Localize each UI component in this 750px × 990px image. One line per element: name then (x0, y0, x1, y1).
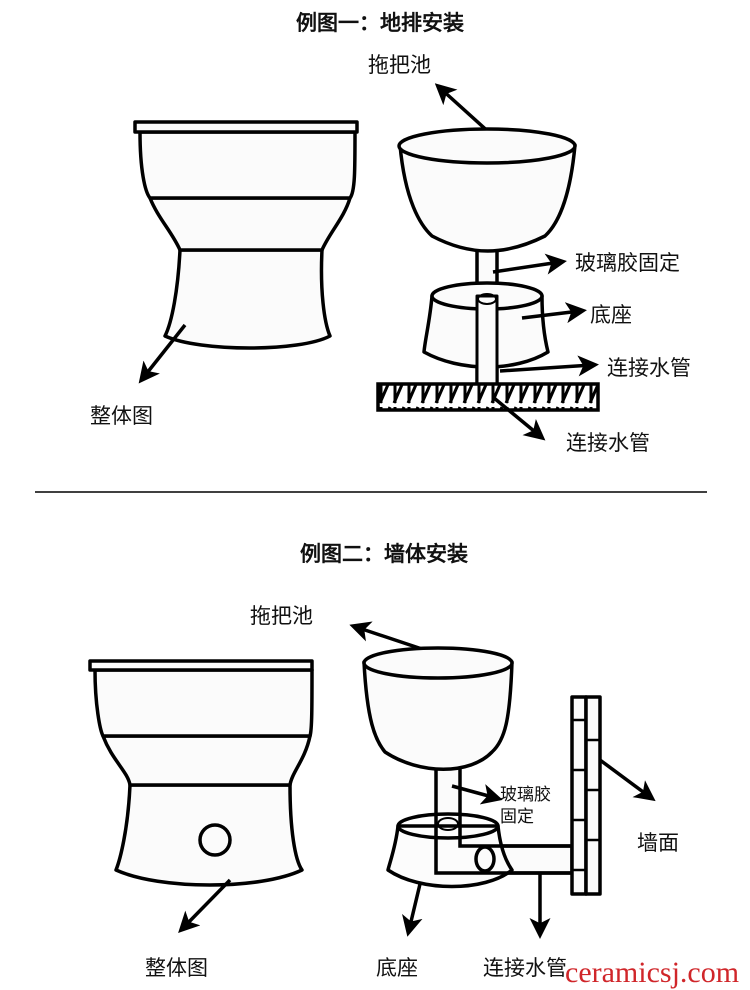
label-pipe-upper: 连接水管 (607, 356, 691, 380)
whole-sink-view-2 (88, 659, 314, 887)
arrow-whole-view (138, 323, 187, 384)
floor-hatched (376, 382, 600, 412)
label-mop-sink: 拖把池 (368, 53, 431, 77)
whole-sink-view-1 (133, 120, 359, 350)
label-wall: 墙面 (637, 831, 679, 855)
arrow-wall (598, 758, 656, 802)
arrow-pipe-upper (499, 355, 599, 377)
label-base: 底座 (590, 303, 632, 327)
arrow-pipe-lower (492, 396, 546, 441)
section1-title: 例图一：地排安装 (296, 11, 464, 35)
arrow-mop-sink (434, 83, 494, 137)
label-pipe-lower: 连接水管 (566, 431, 650, 455)
label-glass-glue: 玻璃胶固定 (575, 251, 680, 275)
arrow-glass-glue-2 (451, 784, 503, 805)
label-pipe-2: 连接水管 (483, 956, 567, 980)
label-glass-glue-line2: 固定 (500, 807, 534, 827)
label-glass-glue-line1: 玻璃胶 (500, 785, 551, 805)
section2-title: 例图二：墙体安装 (300, 542, 468, 566)
wall-bricks (570, 695, 602, 896)
label-whole-view-2: 整体图 (145, 956, 208, 980)
arrow-base (521, 302, 587, 324)
arrow-whole-view-2 (178, 878, 232, 934)
label-base-2: 底座 (376, 956, 418, 980)
label-whole-view: 整体图 (90, 404, 153, 428)
arrow-glass-glue (492, 253, 567, 275)
label-mop-sink-2: 拖把池 (250, 604, 313, 628)
arrow-base-2 (402, 883, 423, 937)
arrow-mop-sink-2 (349, 621, 426, 652)
wall-install-assembly (362, 646, 602, 896)
watermark: ceramicsj.com (565, 956, 739, 989)
floor-install-assembly (376, 127, 600, 412)
